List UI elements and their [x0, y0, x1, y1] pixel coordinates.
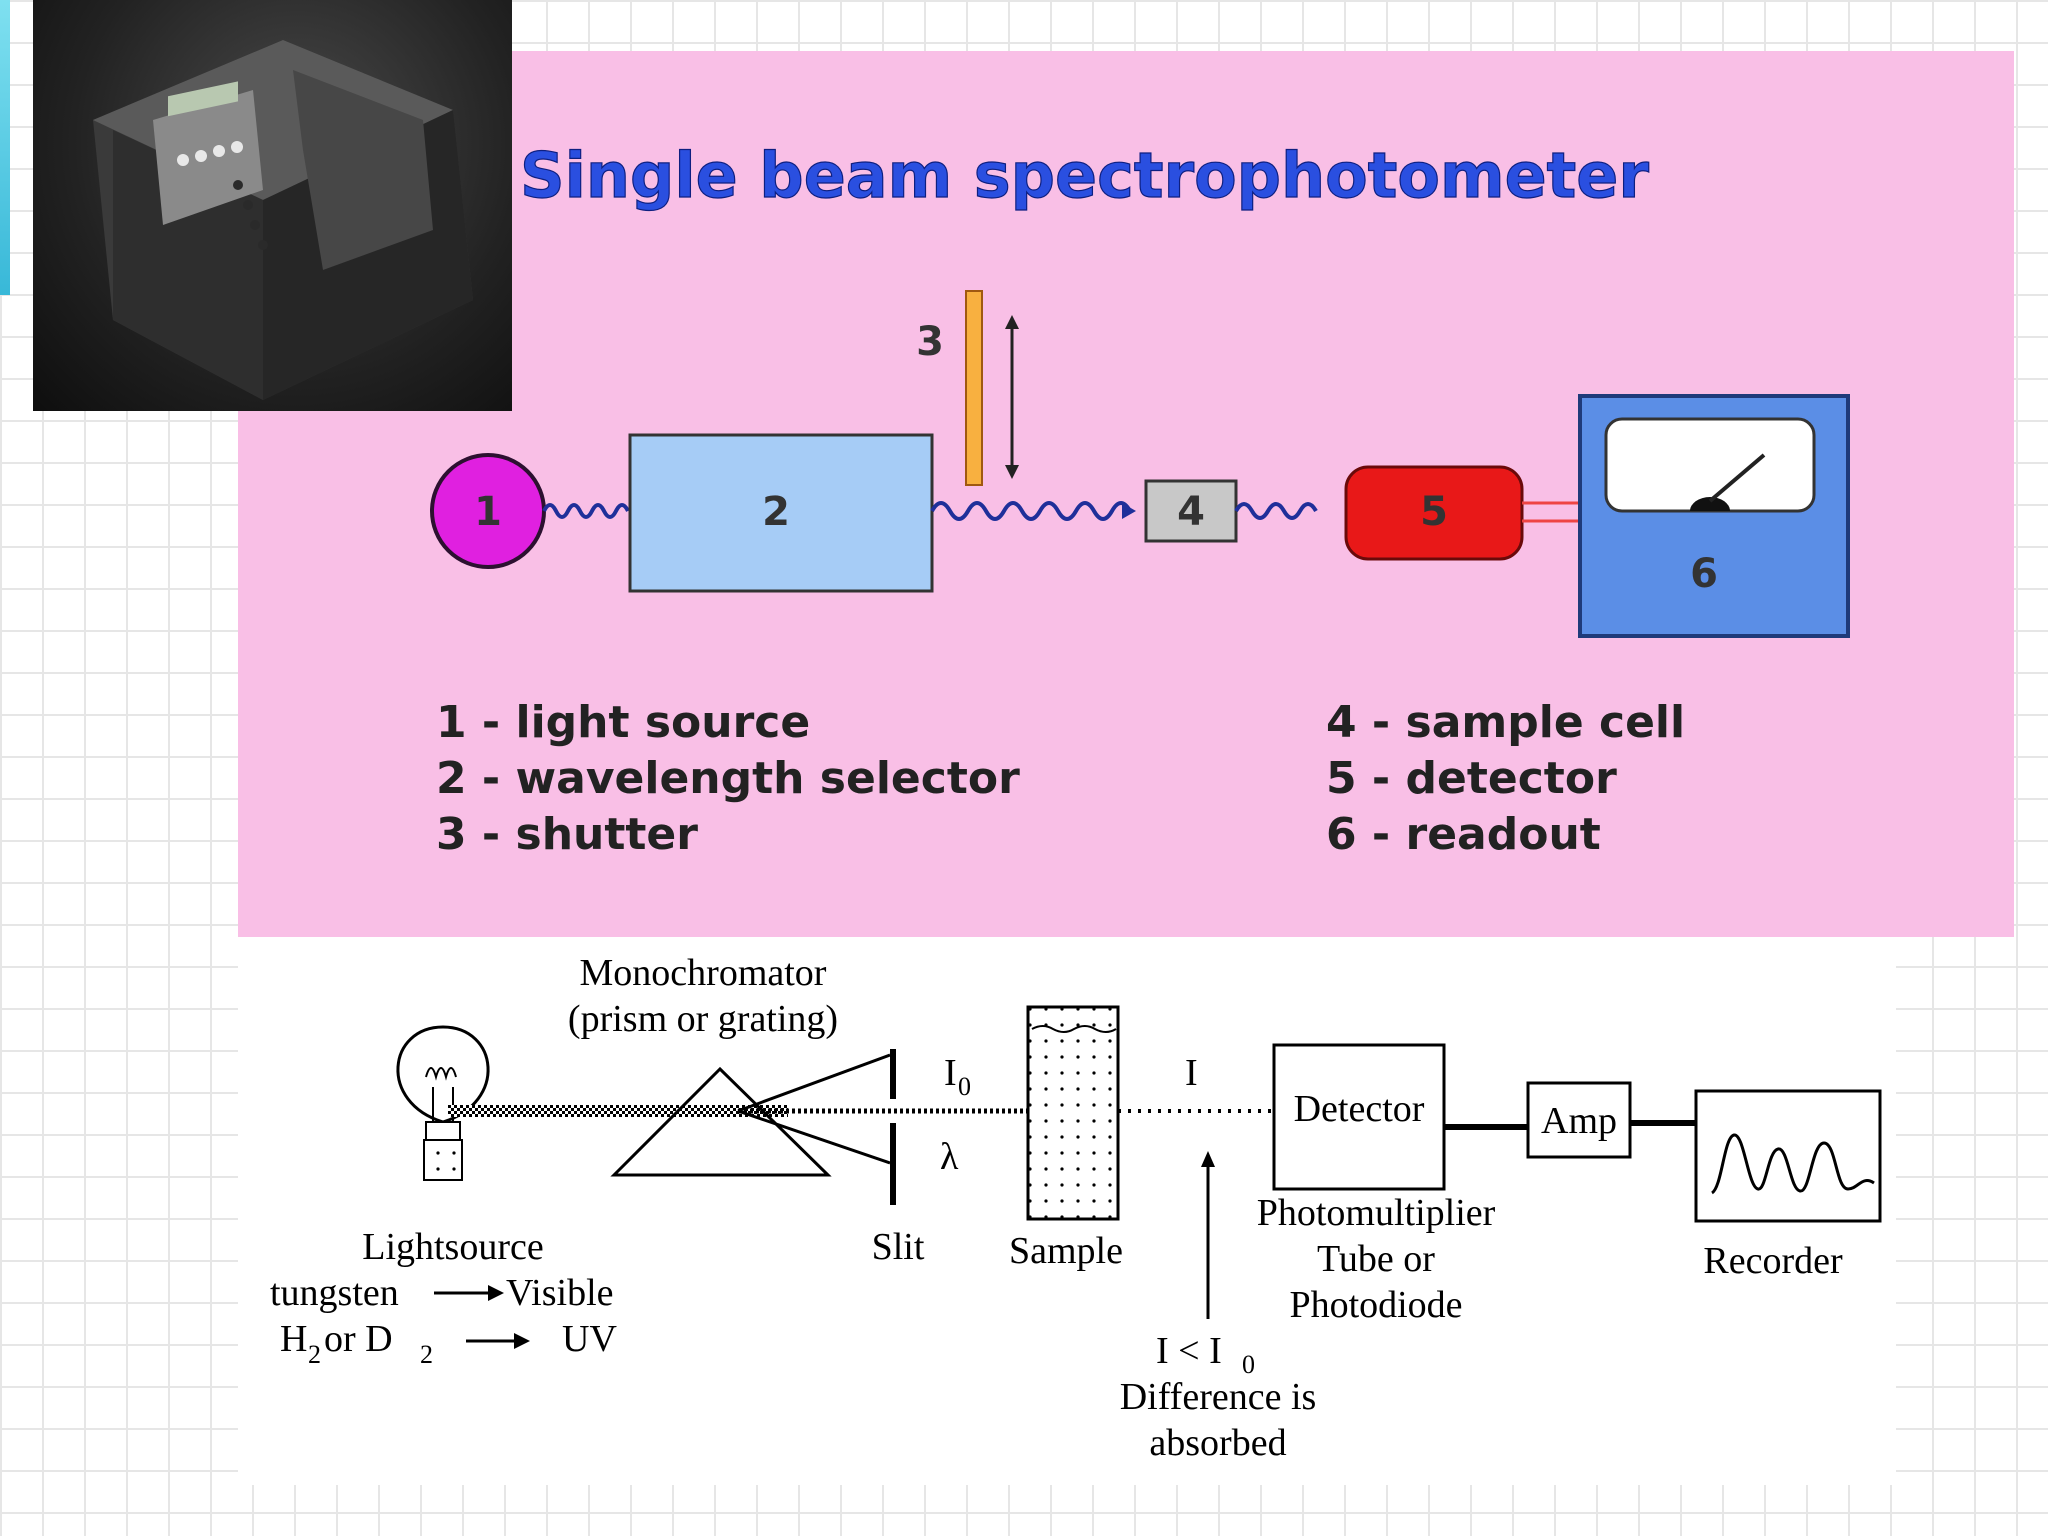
single-beam-schematic: Single beam spectrophotometer 1 2 3 4 5 [430, 138, 1850, 860]
slide-title: Single beam spectrophotometer [520, 139, 1649, 212]
monochromator-sub-label: (prism or grating) [568, 998, 838, 1040]
monochromator-label: Monochromator [580, 952, 827, 994]
spectrophotometer-photo [33, 0, 512, 411]
uv-arrow-head-icon [514, 1333, 530, 1349]
shutter-arrow-down-icon [1005, 465, 1019, 479]
i-less-i0-label: I < I [1156, 1330, 1222, 1372]
detector-box-lower [1272, 1043, 1446, 1191]
uv-label: UV [562, 1318, 617, 1360]
or-d-label: or D [324, 1318, 393, 1360]
recorder-trace-icon [1710, 1133, 1875, 1195]
photomultiplier-label-2: Tube or [1317, 1238, 1435, 1280]
h2-label: H [280, 1318, 307, 1360]
slide-accent-bar [0, 0, 10, 295]
photomultiplier-label-1: Photomultiplier [1257, 1192, 1496, 1234]
wave-4-5 [1234, 502, 1318, 520]
i-less-i0-subscript: 0 [1242, 1350, 1255, 1379]
shutter-bar [965, 290, 983, 486]
legend-item-1: 1 - light source [436, 697, 810, 748]
difference-label-1: Difference is [1120, 1376, 1317, 1418]
dispersed-beam-lower [737, 1109, 891, 1165]
light-source-number: 1 [474, 489, 502, 535]
i-label: I [1185, 1052, 1198, 1094]
lightsource-label: Lightsource [362, 1226, 544, 1268]
dial-needle-icon [1708, 453, 1766, 503]
difference-label-2: absorbed [1149, 1422, 1286, 1464]
amp-box [1526, 1081, 1632, 1159]
shutter-number: 3 [916, 319, 944, 365]
recorder-box [1694, 1089, 1882, 1223]
visible-label: Visible [506, 1272, 614, 1314]
detector-box [1344, 465, 1524, 561]
amp-label: Amp [1541, 1100, 1617, 1142]
instrument-line-diagram: Monochromator (prism or grating) I 0 λ [270, 952, 1882, 1464]
wave-2-4 [930, 501, 1132, 521]
sample-label: Sample [1009, 1230, 1123, 1272]
prism-icon [610, 1066, 832, 1177]
photomultiplier-label-3: Photodiode [1289, 1284, 1462, 1326]
wave-arrow-icon [1122, 503, 1136, 519]
legend-item-3: 3 - shutter [436, 809, 698, 860]
absorption-arrow-head-icon [1201, 1151, 1215, 1167]
tungsten-arrow-head-icon [488, 1285, 504, 1301]
single-beam-panel: Single beam spectrophotometer 1 2 3 4 5 [238, 51, 2014, 937]
i0-subscript: 0 [958, 1072, 971, 1101]
d2-subscript: 2 [420, 1340, 433, 1369]
dial-pivot-icon [1690, 497, 1730, 511]
h2-subscript: 2 [308, 1340, 321, 1369]
liquid-surface-icon [1031, 1025, 1117, 1033]
readout-number: 6 [1690, 551, 1718, 597]
wavelength-selector-number: 2 [762, 489, 790, 535]
detector-label: Detector [1294, 1088, 1425, 1130]
legend-item-5: 5 - detector [1326, 753, 1617, 804]
i0-label: I [944, 1052, 957, 1094]
wave-1-2 [542, 503, 630, 519]
lightbulb-icon [396, 1025, 490, 1181]
sample-cell-number: 4 [1177, 489, 1205, 535]
lambda-label: λ [940, 1136, 959, 1178]
shutter-arrow-up-icon [1005, 315, 1019, 329]
dispersed-beam-upper [737, 1053, 891, 1113]
spectrophotometer-illustration [93, 40, 473, 400]
tungsten-label: tungsten [270, 1272, 399, 1314]
legend-item-2: 2 - wavelength selector [436, 753, 1020, 804]
light-beam [448, 1105, 788, 1117]
sample-cuvette [1026, 1005, 1120, 1221]
slit-label: Slit [872, 1226, 925, 1268]
recorder-label: Recorder [1703, 1240, 1843, 1282]
wavelength-selector-box [628, 433, 934, 593]
detector-number: 5 [1420, 489, 1448, 535]
legend-item-4: 4 - sample cell [1326, 697, 1685, 748]
legend-item-6: 6 - readout [1326, 809, 1601, 860]
instrument-diagram-panel: Monochromator (prism or grating) I 0 λ [238, 937, 1896, 1485]
